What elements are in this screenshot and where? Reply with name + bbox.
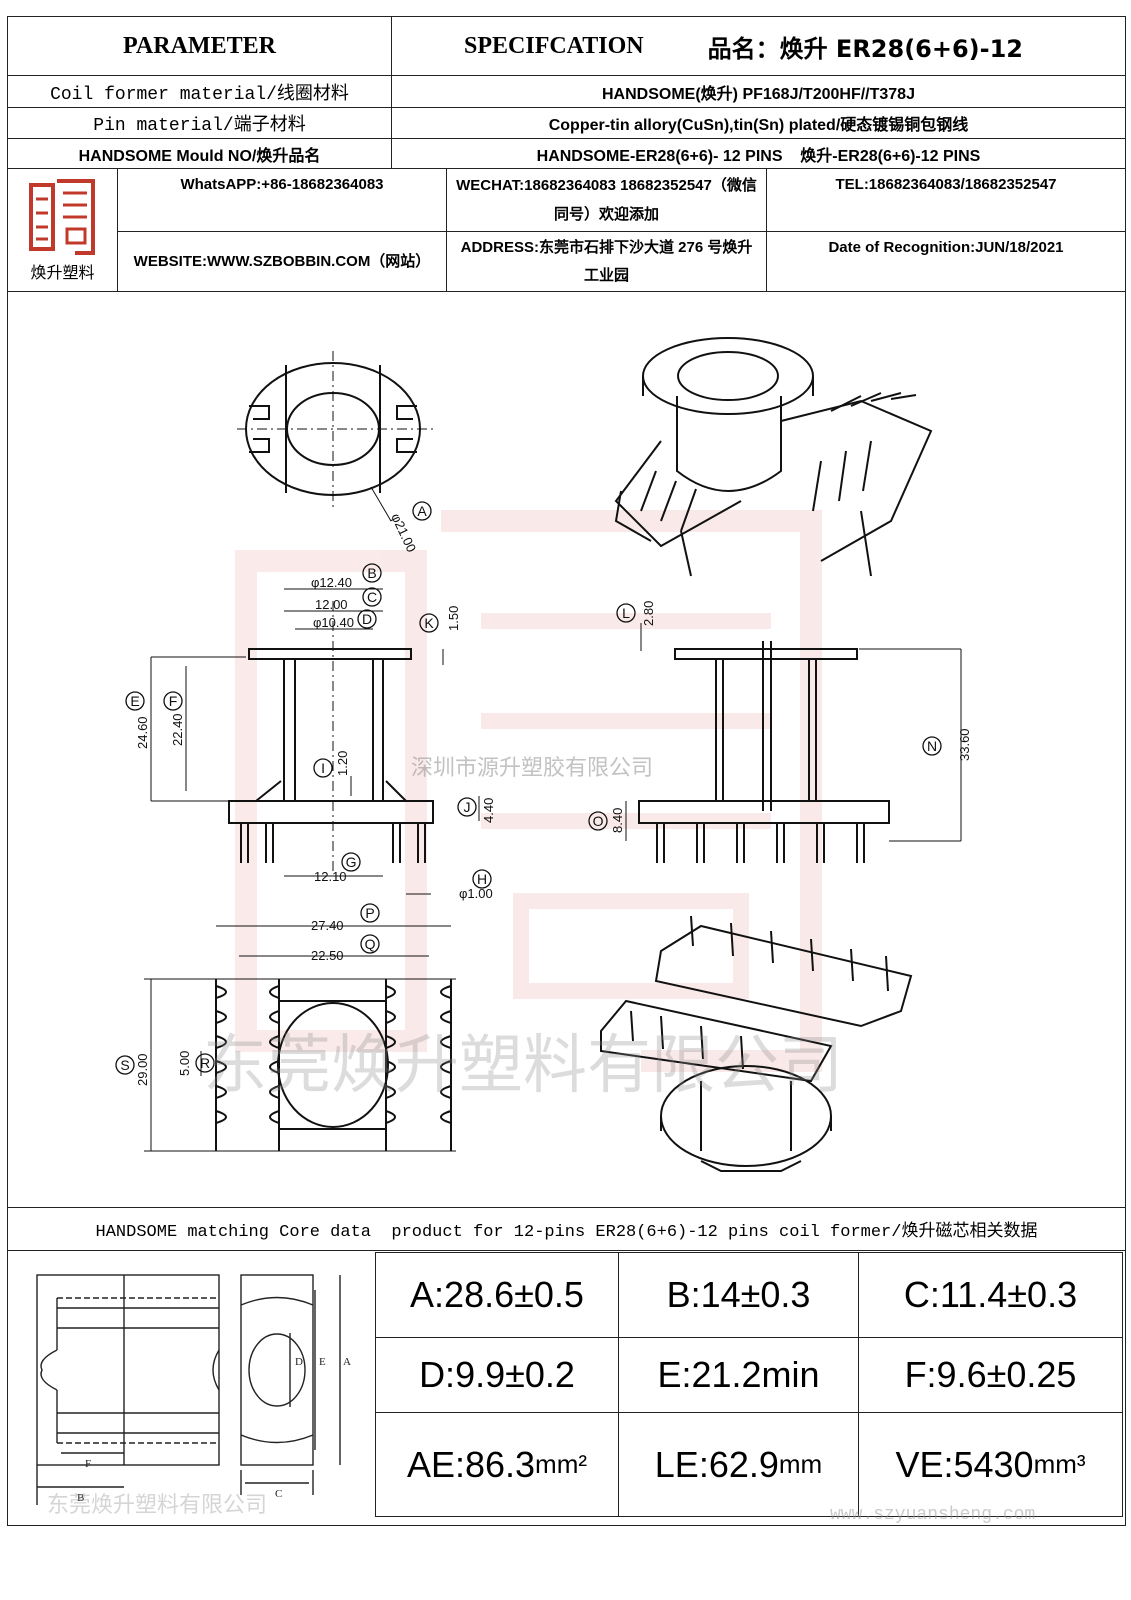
row-value-coil-material: HANDSOME(焕升) PF168J/T200HF//T378J <box>391 75 1126 108</box>
tag-n: N <box>927 738 937 754</box>
dim-h-value: φ1.00 <box>459 886 493 901</box>
core-value-d: D:9.9±0.2 <box>375 1337 619 1413</box>
product-name: 品名：焕升 ER28(6+6)-12 <box>707 34 1024 63</box>
core-ae-text: AE:86.3 <box>406 1443 536 1485</box>
core-label-a: A <box>343 1356 351 1368</box>
tag-q: Q <box>365 936 376 952</box>
dim-n-value: 33.60 <box>957 728 972 761</box>
dimension-texts: φ21.00 φ12.40 12.00 φ10.40 1.50 24.60 22… <box>135 511 972 1086</box>
wechat-text: WECHAT:18682364083 18682352547（微信同号）欢迎添加 <box>456 177 757 223</box>
tag-r: R <box>200 1055 210 1071</box>
dim-i-value: 1.20 <box>335 751 350 776</box>
front-view <box>228 601 434 871</box>
address-text: ADDRESS:东莞市石排下沙大道 276 号焕升工业园 <box>460 238 753 284</box>
logo-caption: 焕升塑料 <box>30 265 95 282</box>
dim-p-value: 27.40 <box>311 918 344 933</box>
dim-r-value: 5.00 <box>177 1051 192 1076</box>
core-label-f: F <box>85 1458 91 1470</box>
tel-text: TEL:18682364083/18682352547 <box>835 176 1057 193</box>
parameter-header: PARAMETER <box>7 16 392 76</box>
website-cell: WEBSITE:WWW.SZBOBBIN.COM（网站） <box>117 231 447 292</box>
website-text[interactable]: WEBSITE:WWW.SZBOBBIN.COM（网站） <box>133 252 431 270</box>
dim-c-value: 12.00 <box>315 597 348 612</box>
wechat-cell: WECHAT:18682364083 18682352547（微信同号）欢迎添加 <box>446 168 767 232</box>
tag-h: H <box>477 871 487 887</box>
core-ae-unit: mm² <box>535 1449 588 1479</box>
core-ve-unit: mm³ <box>1033 1449 1086 1479</box>
dim-e-value: 24.60 <box>135 716 150 749</box>
core-diagram-svg: A B C D E F <box>36 1274 351 1505</box>
core-le-unit: mm <box>778 1449 823 1479</box>
row-label-coil-material: Coil former material/线圈材料 <box>7 75 392 108</box>
handsome-logo-icon <box>28 179 95 255</box>
tag-d: D <box>362 611 372 627</box>
dim-o-value: 8.40 <box>610 808 625 833</box>
core-label-d: D <box>295 1356 303 1368</box>
tag-e: E <box>130 693 139 709</box>
logo-cell: 焕升塑料 <box>7 168 118 292</box>
dim-q-value: 22.50 <box>311 948 344 963</box>
tag-b: B <box>367 565 376 581</box>
tag-c: C <box>367 589 377 605</box>
dimension-lines <box>150 486 962 1151</box>
row-label-pin-material: Pin material/端子材料 <box>7 107 392 139</box>
dim-l-value: 2.80 <box>641 601 656 626</box>
core-label-b: B <box>77 1492 84 1504</box>
core-value-c: C:11.4±0.3 <box>858 1252 1123 1338</box>
core-value-e: E:21.2min <box>618 1337 859 1413</box>
core-value-f: F:9.6±0.25 <box>858 1337 1123 1413</box>
technical-drawing: φ21.00 φ12.40 12.00 φ10.40 1.50 24.60 22… <box>115 337 972 1172</box>
core-le-text: LE:62.9 <box>654 1443 779 1485</box>
whatsapp-text: WhatsAPP:+86-18682364083 <box>180 176 384 193</box>
tag-l: L <box>622 605 630 621</box>
core-data-panel <box>7 1250 1126 1526</box>
dim-g-value: 12.10 <box>314 869 347 884</box>
dim-a-value: φ21.00 <box>388 511 419 554</box>
tag-s: S <box>120 1057 129 1073</box>
row-label-mould-no: HANDSOME Mould NO/焕升品名 <box>7 138 392 169</box>
dimension-tags: A B C D K E F I J G H L N O P Q R S <box>115 501 942 1075</box>
tag-g: G <box>346 854 357 870</box>
core-label-c: C <box>275 1488 282 1500</box>
dim-d-value: φ10.40 <box>313 615 354 630</box>
core-value-a: A:28.6±0.5 <box>375 1252 619 1338</box>
tag-k: K <box>424 615 434 631</box>
tag-j: J <box>464 799 471 815</box>
bottom-view <box>144 978 456 1152</box>
dim-b-value: φ12.40 <box>311 575 352 590</box>
tag-a: A <box>417 503 427 519</box>
row-value-mould-no: HANDSOME-ER28(6+6)- 12 PINS 焕升-ER28(6+6)… <box>391 138 1126 169</box>
specification-header: SPECIFCATION 品名：焕升 ER28(6+6)-12 <box>391 16 1126 76</box>
top-view <box>237 351 433 507</box>
dim-f-value: 22.40 <box>170 713 185 746</box>
drawing-panel: φ21.00 φ12.40 12.00 φ10.40 1.50 24.60 22… <box>7 291 1126 1208</box>
dim-s-value: 29.00 <box>135 1053 150 1086</box>
whatsapp-cell: WhatsAPP:+86-18682364083 <box>117 168 447 232</box>
date-text: Date of Recognition:JUN/18/2021 <box>828 239 1064 256</box>
core-diagram: A B C D E F 东莞焕升塑料有限公司 <box>17 1255 367 1517</box>
tag-i: I <box>321 760 325 776</box>
address-cell: ADDRESS:东莞市石排下沙大道 276 号焕升工业园 <box>446 231 767 292</box>
core-ve-text: VE:5430 <box>895 1443 1034 1485</box>
tag-f: F <box>169 693 178 709</box>
row-value-pin-material: Copper-tin allory(CuSn),tin(Sn) plated/硬… <box>391 107 1126 139</box>
core-value-b: B:14±0.3 <box>618 1252 859 1338</box>
dim-k-value: 1.50 <box>446 606 461 631</box>
tel-cell: TEL:18682364083/18682352547 <box>766 168 1126 232</box>
isometric-view-bottom <box>600 915 913 1172</box>
tag-p: P <box>365 905 374 921</box>
side-view <box>638 641 890 863</box>
tag-o: O <box>593 813 604 829</box>
core-data-title: HANDSOME matching Core data product for … <box>7 1207 1126 1251</box>
date-cell: Date of Recognition:JUN/18/2021 <box>766 231 1126 292</box>
core-label-e: E <box>319 1356 326 1368</box>
isometric-view-top <box>614 337 933 577</box>
specification-label: SPECIFCATION <box>464 32 644 59</box>
dim-j-value: 4.40 <box>481 798 496 823</box>
